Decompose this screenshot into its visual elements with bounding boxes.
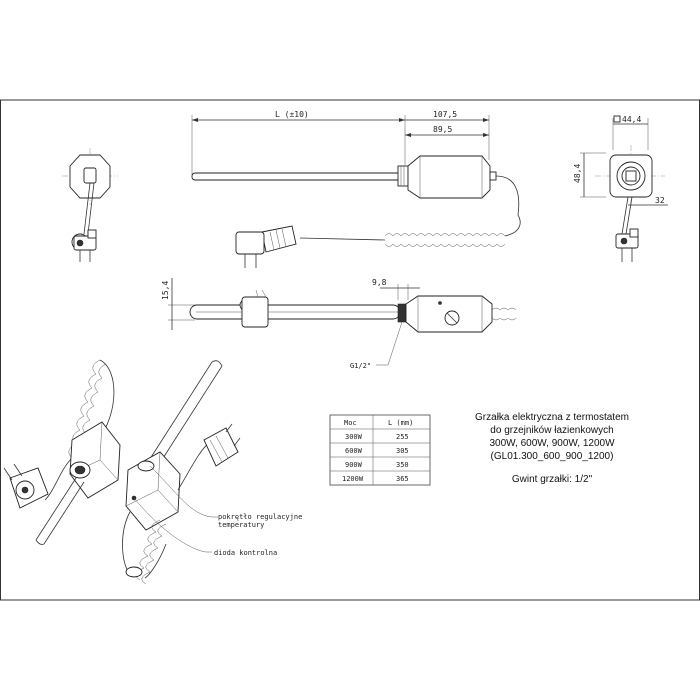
table-cell-power: 300W <box>345 433 363 441</box>
end-view-left <box>62 148 118 262</box>
callout-knob-line2: temperatury <box>218 521 264 529</box>
dim-89-5: 89,5 <box>433 125 452 134</box>
callout-knob-line1: pokrętło regulacyjne <box>218 513 302 521</box>
thread-label: G1/2" <box>350 362 371 370</box>
description-line-3: 300W, 600W, 900W, 1200W <box>489 438 615 449</box>
table-row: 1200W 365 <box>342 475 409 483</box>
thread-note: Gwint grzałki: 1/2" <box>512 474 593 485</box>
description-line-2: do grzejników łazienkowych <box>490 425 613 436</box>
table-cell-power: 600W <box>345 447 363 455</box>
table-header-power: Moc <box>344 419 357 427</box>
callout-led: dioda kontrolna <box>214 549 277 557</box>
description-block: Grzałka elektryczna z termostatem do grz… <box>475 412 629 485</box>
description-line-4: (GL01.300_600_900_1200) <box>491 451 614 462</box>
side-view-top: L (±10) 107,5 89,5 <box>191 110 521 268</box>
dim-48-4: 48,4 <box>573 164 582 183</box>
table-row: 300W 255 <box>345 433 409 441</box>
dim-32: 32 <box>655 196 665 205</box>
table-row: 600W 305 <box>345 447 409 455</box>
table-cell-length: 255 <box>396 433 409 441</box>
description-line-1: Grzałka elektryczna z termostatem <box>475 412 629 423</box>
table-cell-length: 365 <box>396 475 409 483</box>
table-cell-length: 305 <box>396 447 409 455</box>
table-header-length: L (mm) <box>388 419 413 427</box>
end-view-right: 44,4 48,4 32 <box>573 115 668 262</box>
isometric-view: pokrętło regulacyjne temperatury dioda k… <box>3 359 302 585</box>
dim-107-5: 107,5 <box>433 110 457 119</box>
table-cell-power: 1200W <box>342 475 364 483</box>
coil-right <box>122 511 167 585</box>
table-cell-length: 350 <box>396 461 409 469</box>
coiled-cable-top <box>299 214 521 247</box>
power-table: Moc L (mm) 300W 255 600W 305 900W 350 12… <box>329 414 431 486</box>
top-view: 15,4 9,8 G1/2" <box>161 278 517 370</box>
dim-9-8: 9,8 <box>372 278 387 287</box>
dim-15-4: 15,4 <box>161 281 170 300</box>
table-row: 900W 350 <box>345 461 409 469</box>
table-cell-power: 900W <box>345 461 363 469</box>
dim-44-4: 44,4 <box>622 115 641 124</box>
dim-length: L (±10) <box>275 110 309 119</box>
